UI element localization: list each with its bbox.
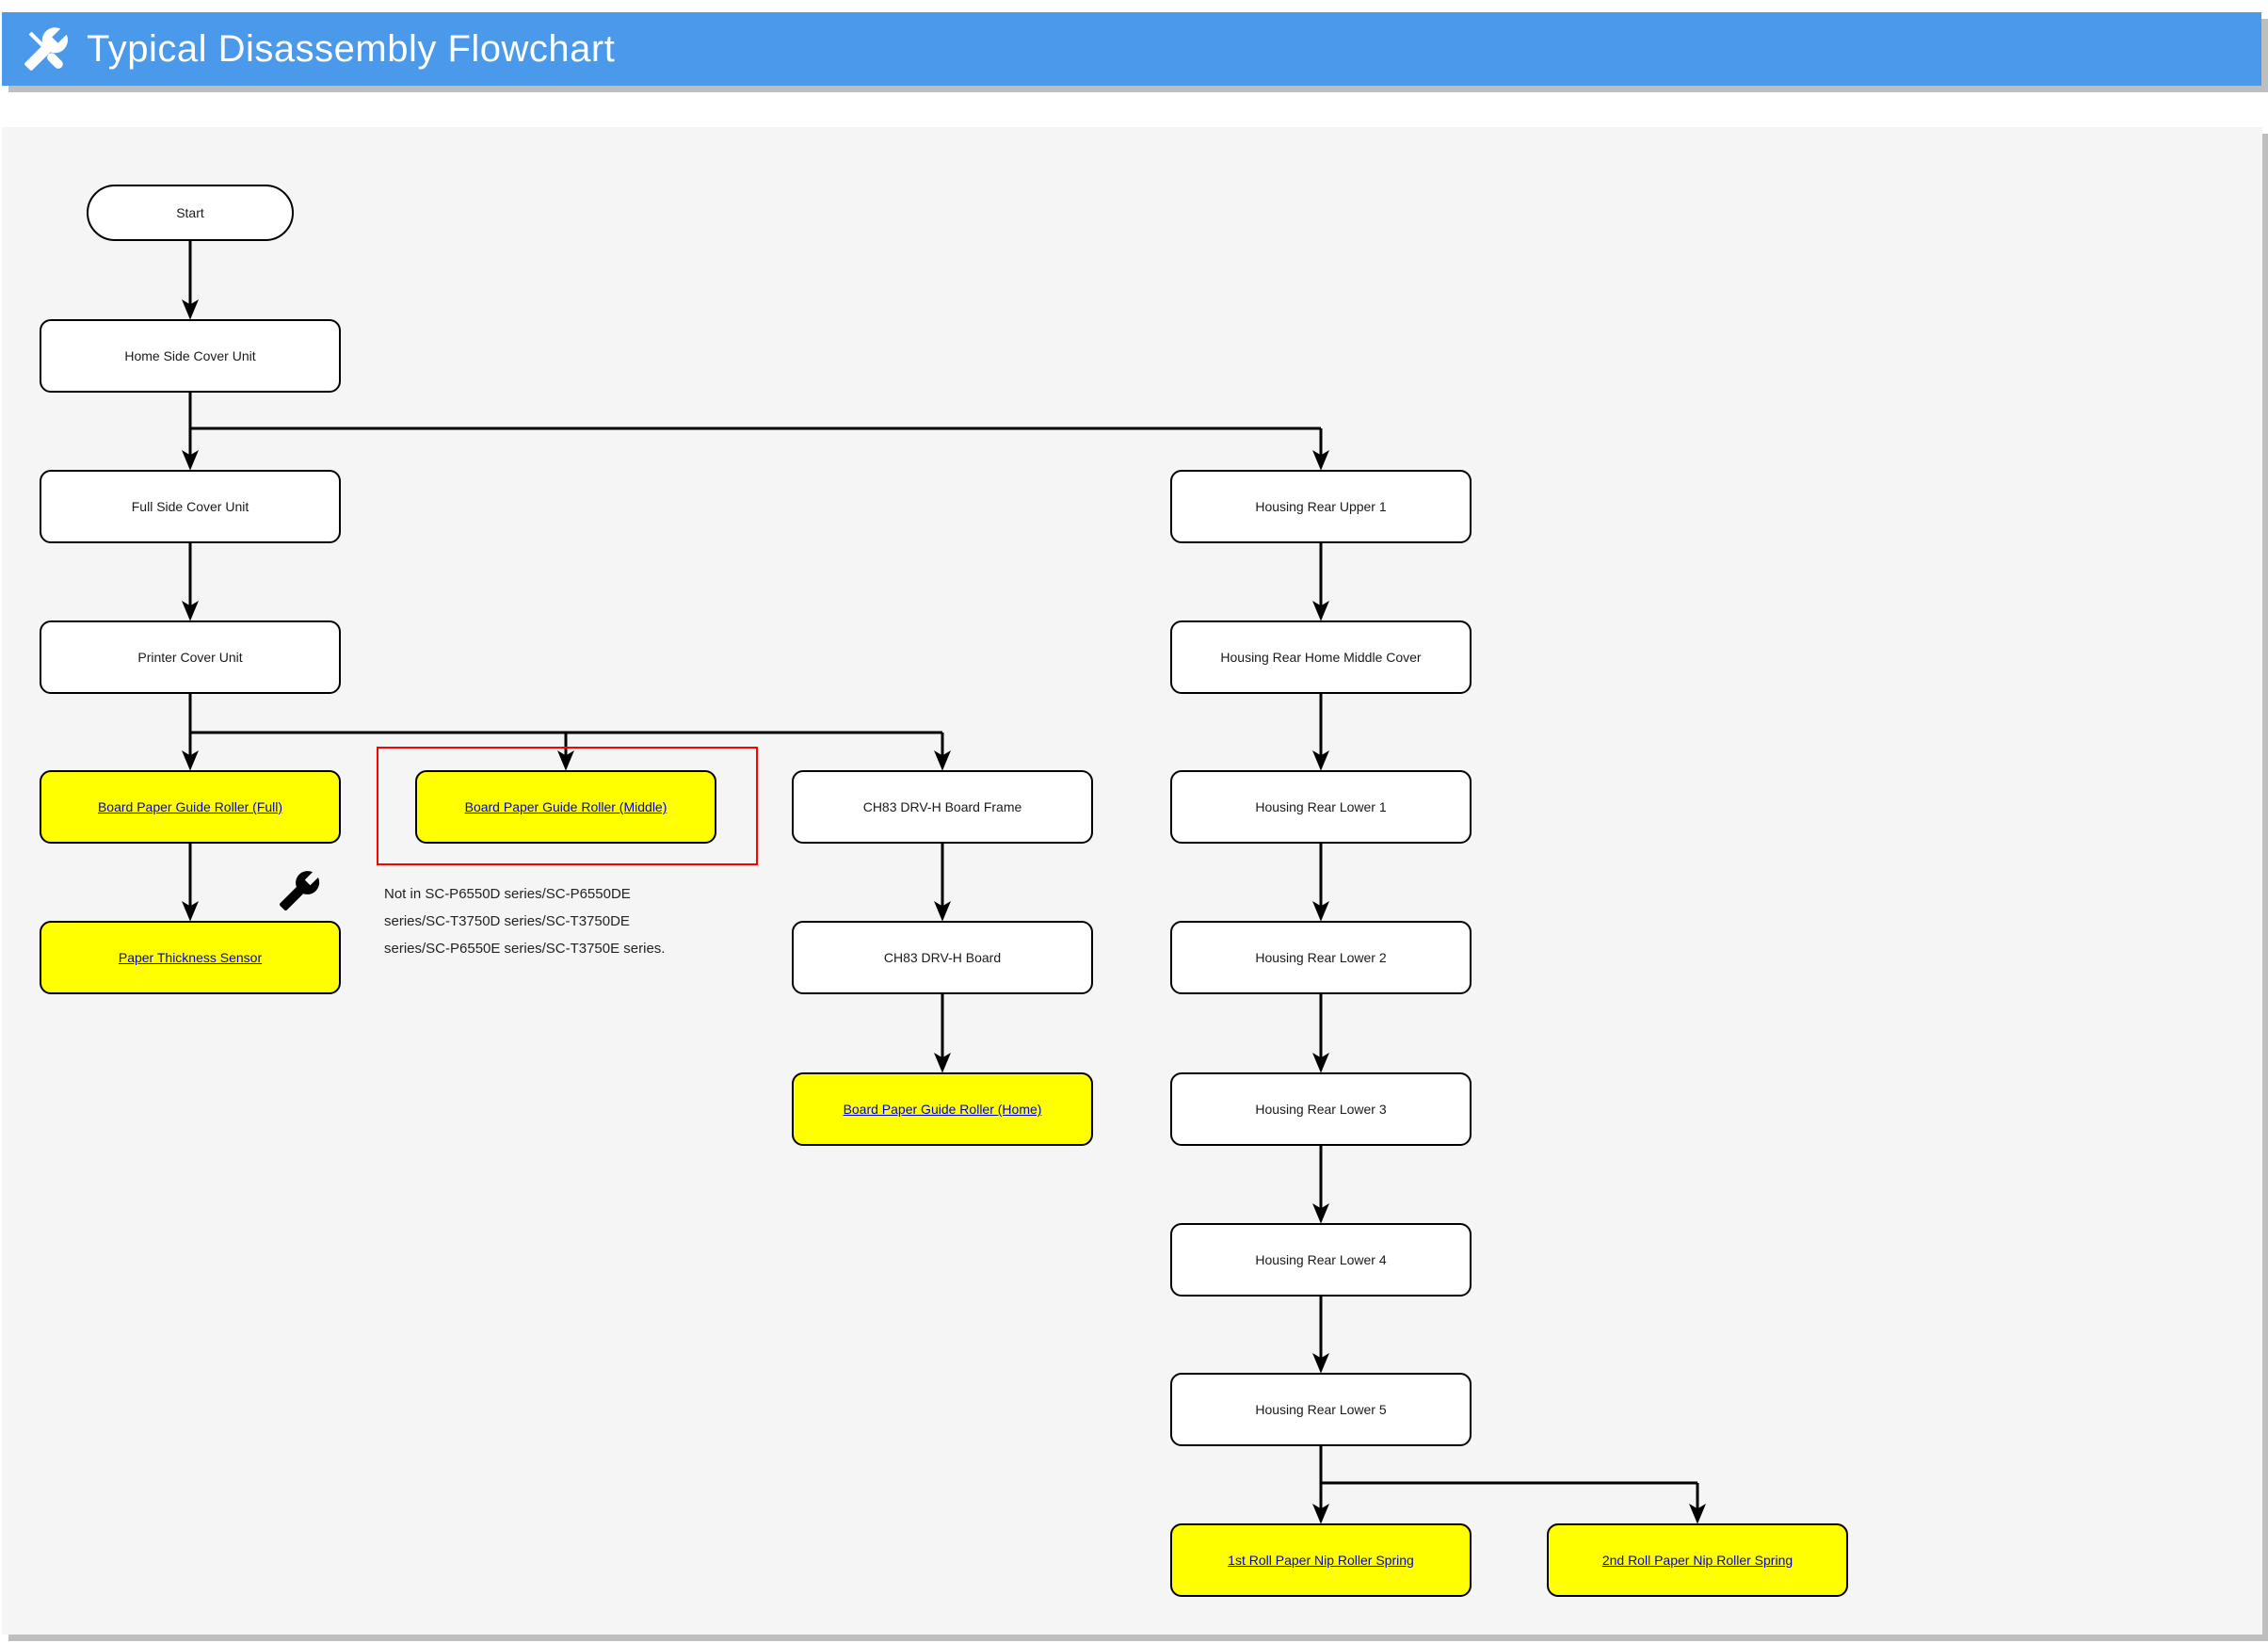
note-line: series/SC-P6550E series/SC-T3750E series… bbox=[384, 941, 666, 957]
node-label: Housing Rear Lower 4 bbox=[1255, 1252, 1387, 1267]
node-label: Housing Rear Home Middle Cover bbox=[1220, 650, 1422, 665]
page-title: Typical Disassembly Flowchart bbox=[87, 27, 616, 70]
node-label: Housing Rear Lower 2 bbox=[1255, 950, 1387, 965]
1st-roll-paper-nip-roller-spring-link[interactable]: 1st Roll Paper Nip Roller Spring bbox=[1228, 1553, 1414, 1568]
node-home-side-cover-unit: Home Side Cover Unit bbox=[40, 319, 341, 393]
node-label: Start bbox=[176, 205, 204, 220]
board-paper-guide-roller-home-link[interactable]: Board Paper Guide Roller (Home) bbox=[843, 1102, 1042, 1117]
title-bar: Typical Disassembly Flowchart bbox=[2, 12, 2261, 86]
board-paper-guide-roller-full-link[interactable]: Board Paper Guide Roller (Full) bbox=[97, 799, 283, 814]
node-ch83-drv-h-board: CH83 DRV-H Board bbox=[792, 921, 1093, 994]
node-label: CH83 DRV-H Board bbox=[883, 950, 1002, 965]
node-start: Start bbox=[87, 185, 294, 241]
node-label: Printer Cover Unit bbox=[137, 650, 243, 665]
note-line: series/SC-T3750D series/SC-T3750DE bbox=[384, 913, 630, 929]
node-label: Housing Rear Upper 1 bbox=[1255, 499, 1387, 514]
node-label: Full Side Cover Unit bbox=[131, 499, 249, 514]
paper-thickness-sensor-link[interactable]: Paper Thickness Sensor bbox=[118, 950, 263, 965]
node-housing-rear-lower-1: Housing Rear Lower 1 bbox=[1170, 770, 1472, 844]
node-label: Home Side Cover Unit bbox=[124, 348, 256, 363]
node-housing-rear-lower-4: Housing Rear Lower 4 bbox=[1170, 1223, 1472, 1297]
node-housing-rear-lower-3: Housing Rear Lower 3 bbox=[1170, 1072, 1472, 1146]
node-paper-thickness-sensor: Paper Thickness Sensor bbox=[40, 921, 341, 994]
board-paper-guide-roller-middle-link[interactable]: Board Paper Guide Roller (Middle) bbox=[464, 799, 668, 814]
node-2nd-roll-paper-nip-roller-spring: 2nd Roll Paper Nip Roller Spring bbox=[1547, 1523, 1848, 1597]
node-board-paper-guide-roller-middle: Board Paper Guide Roller (Middle) bbox=[415, 770, 716, 844]
model-exception-note: Not in SC-P6550D series/SC-P6550DE serie… bbox=[384, 880, 665, 962]
crossed-wrench-screwdriver-icon bbox=[24, 27, 69, 71]
wrench-icon bbox=[279, 871, 320, 911]
node-label: Housing Rear Lower 3 bbox=[1255, 1102, 1387, 1117]
red-highlight-frame bbox=[377, 747, 758, 865]
node-label: Housing Rear Lower 1 bbox=[1255, 799, 1387, 814]
node-1st-roll-paper-nip-roller-spring: 1st Roll Paper Nip Roller Spring bbox=[1170, 1523, 1472, 1597]
node-housing-rear-lower-2: Housing Rear Lower 2 bbox=[1170, 921, 1472, 994]
node-label: Housing Rear Lower 5 bbox=[1255, 1402, 1387, 1417]
node-printer-cover-unit: Printer Cover Unit bbox=[40, 620, 341, 694]
node-label: CH83 DRV-H Board Frame bbox=[862, 799, 1022, 814]
node-board-paper-guide-roller-home: Board Paper Guide Roller (Home) bbox=[792, 1072, 1093, 1146]
flowchart-panel: Start Home Side Cover Unit Full Side Cov… bbox=[2, 127, 2262, 1635]
flow-connectors bbox=[182, 241, 1706, 1524]
2nd-roll-paper-nip-roller-spring-link[interactable]: 2nd Roll Paper Nip Roller Spring bbox=[1601, 1553, 1793, 1568]
node-housing-rear-upper-1: Housing Rear Upper 1 bbox=[1170, 470, 1472, 543]
node-housing-rear-home-middle-cover: Housing Rear Home Middle Cover bbox=[1170, 620, 1472, 694]
node-full-side-cover-unit: Full Side Cover Unit bbox=[40, 470, 341, 543]
note-line: Not in SC-P6550D series/SC-P6550DE bbox=[384, 886, 631, 902]
node-board-paper-guide-roller-full: Board Paper Guide Roller (Full) bbox=[40, 770, 341, 844]
node-ch83-drv-h-board-frame: CH83 DRV-H Board Frame bbox=[792, 770, 1093, 844]
node-housing-rear-lower-5: Housing Rear Lower 5 bbox=[1170, 1373, 1472, 1446]
